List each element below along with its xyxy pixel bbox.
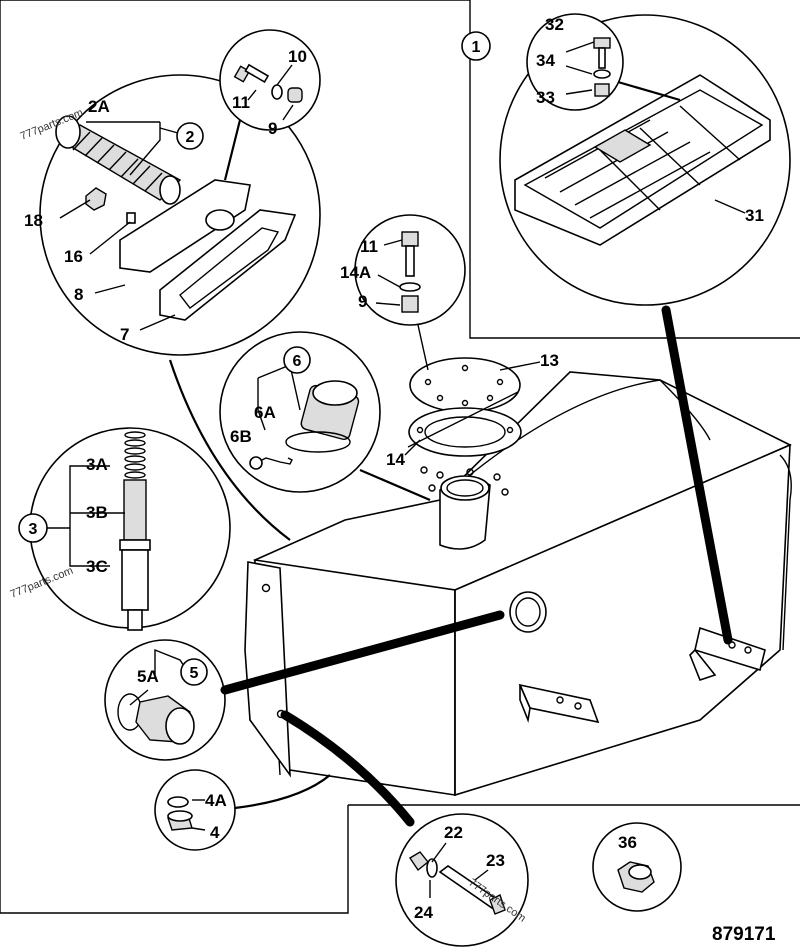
callout-6-text: 6 — [293, 353, 302, 370]
leader-14b — [407, 391, 519, 448]
label-8: 8 — [74, 285, 83, 304]
label-3B: 3B — [86, 503, 108, 522]
detail-cover-bolt — [354, 214, 466, 326]
leader-9b — [375, 302, 401, 306]
leader-6B — [257, 378, 266, 431]
leader-detail-drain — [234, 774, 331, 810]
label-13: 13 — [540, 351, 559, 370]
gasket-14 — [408, 407, 522, 457]
label-4A: 4A — [205, 791, 227, 810]
label-11a: 11 — [232, 93, 250, 112]
callout-3 — [18, 513, 48, 543]
callout-6 — [283, 346, 311, 374]
leader-4 — [191, 827, 206, 831]
detail-bolt-washer — [219, 29, 321, 131]
detail-nut — [592, 822, 682, 912]
callout-2-text: 2 — [186, 129, 195, 146]
callout-5-text: 5 — [190, 665, 199, 682]
label-23: 23 — [486, 851, 505, 870]
leader-detail-2 — [223, 119, 242, 181]
label-3A: 3A — [86, 455, 108, 474]
detail-step — [499, 13, 791, 306]
detail-mount-bolt — [395, 813, 529, 947]
callout-2 — [176, 122, 204, 150]
leader-22 — [431, 842, 447, 863]
label-14: 14 — [386, 450, 405, 469]
label-4: 4 — [210, 823, 220, 842]
label-14A: 14A — [340, 263, 371, 282]
label-6A: 6A — [254, 403, 276, 422]
label-10: 10 — [288, 47, 307, 66]
label-6B: 6B — [230, 427, 252, 446]
label-36: 36 — [618, 833, 637, 852]
label-16: 16 — [64, 247, 83, 266]
leader-step-to-tank — [661, 305, 733, 645]
leader-detail-cover — [417, 324, 429, 371]
leader-18 — [59, 199, 91, 219]
label-9a: 9 — [268, 119, 277, 138]
label-34: 34 — [536, 51, 555, 70]
label-24: 24 — [414, 903, 433, 922]
label-22: 22 — [444, 823, 463, 842]
leader-detail-step — [617, 80, 681, 102]
leader-detail-cap — [359, 468, 431, 502]
leader-31 — [714, 199, 746, 214]
leader-detail-strainer — [168, 359, 291, 541]
leader-10 — [276, 64, 293, 86]
leader-34 — [565, 65, 593, 75]
figure-number: 879171 — [712, 924, 776, 945]
label-7: 7 — [120, 325, 129, 344]
leader-5A — [129, 689, 149, 706]
callout-3-text: 3 — [29, 521, 38, 538]
leader-9a — [282, 104, 294, 121]
leader-33 — [565, 89, 593, 95]
detail-sight-glass — [104, 639, 226, 761]
leader-32 — [565, 41, 595, 53]
leader-11b — [383, 239, 403, 246]
leader-detail-bolt — [280, 710, 415, 827]
label-11b: 11 — [360, 237, 378, 256]
leader-8 — [94, 284, 126, 294]
callout-5 — [180, 658, 208, 686]
leader-2 — [159, 127, 179, 134]
detail-level-sender — [29, 427, 231, 631]
label-5A: 5A — [137, 667, 159, 686]
leader-23 — [474, 869, 489, 881]
leader-7 — [139, 314, 176, 331]
detail-drain-plug — [154, 769, 236, 851]
label-3C: 3C — [86, 557, 108, 576]
leader-13 — [499, 361, 541, 371]
leader-14A — [377, 274, 401, 288]
leader-detail-sight — [220, 610, 505, 695]
callout-1 — [461, 31, 491, 61]
label-31: 31 — [745, 206, 764, 225]
leader-16 — [89, 221, 131, 255]
leader-3-bracket — [69, 465, 110, 567]
label-33: 33 — [536, 88, 555, 107]
label-32: 32 — [545, 15, 564, 34]
leader-2A-b — [129, 122, 161, 176]
label-18: 18 — [24, 211, 43, 230]
callout-1-text: 1 — [472, 39, 481, 56]
detail-filler-cap — [219, 331, 381, 493]
label-2A: 2A — [88, 97, 110, 116]
label-9b: 9 — [358, 292, 367, 311]
detail-strainer — [39, 74, 321, 356]
leader-11a — [247, 89, 257, 101]
frame-lines — [0, 0, 800, 914]
